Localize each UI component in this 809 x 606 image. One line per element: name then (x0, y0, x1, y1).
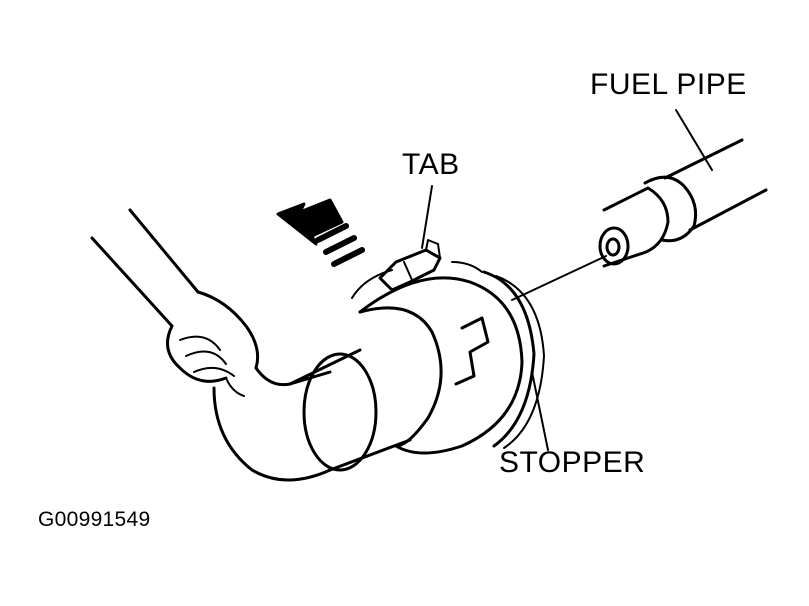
hose (90, 208, 332, 482)
figure-id: G00991549 (38, 508, 151, 531)
fuel-pipe-leader (675, 109, 713, 171)
quick-connector (288, 239, 545, 472)
tab-leader (421, 185, 433, 249)
fuel-pipe (598, 138, 768, 268)
alignment-line (511, 255, 607, 301)
stopper-leader (531, 371, 549, 451)
stopper-label: STOPPER (499, 446, 646, 479)
tab-label: TAB (402, 148, 460, 181)
direction-arrow-icon (276, 198, 365, 267)
fuel-pipe-label: FUEL PIPE (590, 68, 747, 101)
